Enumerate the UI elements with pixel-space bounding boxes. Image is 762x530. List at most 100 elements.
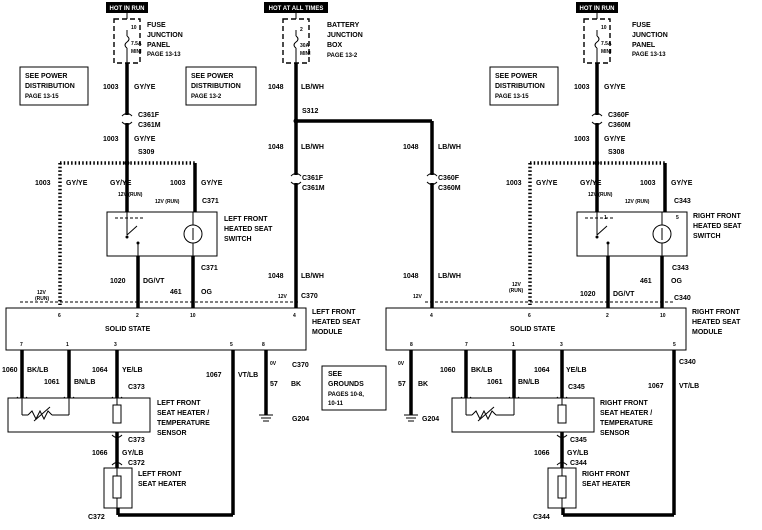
svg-text:TEMPERATURE: TEMPERATURE <box>600 420 653 427</box>
svg-text:12V (RUN): 12V (RUN) <box>118 192 143 198</box>
svg-text:RIGHT FRONT: RIGHT FRONT <box>582 471 631 478</box>
left-front-heated-seat-switch: LEFT FRONT HEATED SEAT SWITCH <box>106 211 273 257</box>
svg-text:SWITCH: SWITCH <box>693 233 721 240</box>
svg-text:461: 461 <box>640 278 652 285</box>
svg-text:C345: C345 <box>570 437 587 444</box>
svg-text:TEMPERATURE: TEMPERATURE <box>157 420 210 427</box>
svg-text:HOT AT ALL TIMES: HOT AT ALL TIMES <box>269 6 324 12</box>
svg-text:DISTRIBUTION: DISTRIBUTION <box>495 83 545 90</box>
svg-text:C344: C344 <box>570 460 587 467</box>
svg-text:1048: 1048 <box>403 273 419 280</box>
svg-text:C343: C343 <box>672 265 689 272</box>
center-battery-feed: 1048 LB/WH S312 1048 LB/WH 1048 LB/WH C3… <box>268 63 461 308</box>
svg-text:C371: C371 <box>201 265 218 272</box>
svg-text:LB/WH: LB/WH <box>438 273 461 280</box>
svg-text:HOT IN RUN: HOT IN RUN <box>580 6 615 12</box>
svg-text:DG/VT: DG/VT <box>143 278 165 285</box>
svg-text:SOLID STATE: SOLID STATE <box>510 326 556 333</box>
svg-text:GY/YE: GY/YE <box>134 84 156 91</box>
right-front-heated-seat-module: 4 6 2 10 SOLID STATE 8 7 1 3 5 RIGHT FRO… <box>385 307 741 351</box>
svg-text:PAGES 10-8,: PAGES 10-8, <box>328 392 364 398</box>
svg-text:SENSOR: SENSOR <box>600 430 630 437</box>
svg-text:MODULE: MODULE <box>312 329 343 336</box>
svg-text:BK: BK <box>291 381 301 388</box>
svg-text:12V (RUN): 12V (RUN) <box>625 199 650 205</box>
svg-text:RIGHT FRONT: RIGHT FRONT <box>692 309 741 316</box>
svg-text:BN/LB: BN/LB <box>74 379 95 386</box>
svg-text:1048: 1048 <box>268 273 284 280</box>
svg-text:FUSE: FUSE <box>632 22 651 29</box>
svg-text:SEAT HEATER /: SEAT HEATER / <box>600 410 652 417</box>
svg-text:4: 4 <box>293 313 296 319</box>
svg-text:SEE: SEE <box>328 371 342 378</box>
svg-text:12V: 12V <box>413 294 423 300</box>
svg-text:RIGHT FRONT: RIGHT FRONT <box>600 400 649 407</box>
svg-text:S308: S308 <box>608 149 624 156</box>
svg-text:8: 8 <box>262 342 265 348</box>
header-hot-in-run-right: HOT IN RUN <box>576 2 618 13</box>
svg-text:GY/YE: GY/YE <box>536 180 558 187</box>
svg-text:C340: C340 <box>674 295 691 302</box>
svg-text:DG/VT: DG/VT <box>613 291 635 298</box>
svg-text:SENSOR: SENSOR <box>157 430 187 437</box>
svg-text:YE/LB: YE/LB <box>122 367 143 374</box>
fuse-junction-panel-left: 10 7.5A MINI FUSE JUNCTION PANEL PAGE 13… <box>113 13 183 64</box>
svg-text:BK/LB: BK/LB <box>27 367 48 374</box>
svg-text:PAGE 13-15: PAGE 13-15 <box>25 94 59 100</box>
svg-text:LEFT FRONT: LEFT FRONT <box>138 471 182 478</box>
right-power-feed: 1003 GY/YE C360F C360M 1003 GY/YE S308 1… <box>506 63 693 305</box>
svg-text:1067: 1067 <box>206 372 222 379</box>
svg-text:FUSE: FUSE <box>147 22 166 29</box>
svg-text:461: 461 <box>170 289 182 296</box>
svg-text:HEATED SEAT: HEATED SEAT <box>693 223 742 230</box>
svg-text:1066: 1066 <box>92 450 108 457</box>
svg-text:SEAT HEATER: SEAT HEATER <box>582 481 630 488</box>
svg-text:5: 5 <box>673 342 676 348</box>
svg-text:G204: G204 <box>292 416 309 423</box>
svg-text:1020: 1020 <box>110 278 126 285</box>
right-front-seat-heater: RIGHT FRONT SEAT HEATER <box>547 467 631 515</box>
svg-text:6: 6 <box>528 313 531 319</box>
svg-text:BN/LB: BN/LB <box>518 379 539 386</box>
svg-text:12V (RUN): 12V (RUN) <box>588 192 613 198</box>
svg-text:G204: G204 <box>422 416 439 423</box>
svg-text:C344: C344 <box>533 514 550 521</box>
svg-text:3: 3 <box>560 342 563 348</box>
svg-text:BK/LB: BK/LB <box>471 367 492 374</box>
svg-text:HOT IN RUN: HOT IN RUN <box>110 6 145 12</box>
svg-text:1003: 1003 <box>506 180 522 187</box>
battery-junction-box: 2 30A MINI BATTERY JUNCTION BOX PAGE 13-… <box>282 13 363 64</box>
svg-text:12V: 12V <box>278 294 288 300</box>
svg-text:2: 2 <box>300 27 303 33</box>
svg-text:8: 8 <box>410 342 413 348</box>
svg-text:C373: C373 <box>128 437 145 444</box>
svg-text:30A: 30A <box>300 43 310 49</box>
svg-text:1003: 1003 <box>574 136 590 143</box>
svg-text:C360M: C360M <box>608 122 631 129</box>
svg-text:0V: 0V <box>270 361 277 367</box>
svg-text:1: 1 <box>512 342 515 348</box>
svg-text:GY/YE: GY/YE <box>201 180 223 187</box>
svg-text:JUNCTION: JUNCTION <box>147 32 183 39</box>
svg-text:MINI: MINI <box>131 49 142 55</box>
svg-text:PAGE 13-13: PAGE 13-13 <box>147 52 181 58</box>
svg-text:57: 57 <box>270 381 278 388</box>
svg-text:(RUN): (RUN) <box>35 296 49 302</box>
svg-text:2: 2 <box>136 313 139 319</box>
svg-text:C343: C343 <box>674 198 691 205</box>
svg-text:6: 6 <box>58 313 61 319</box>
svg-text:C360M: C360M <box>438 185 461 192</box>
svg-text:GY/YE: GY/YE <box>110 180 132 187</box>
svg-text:4: 4 <box>430 313 433 319</box>
svg-text:SOLID STATE: SOLID STATE <box>105 326 151 333</box>
svg-text:LB/WH: LB/WH <box>301 144 324 151</box>
svg-text:GY/YE: GY/YE <box>66 180 88 187</box>
svg-text:LB/WH: LB/WH <box>301 84 324 91</box>
svg-text:JUNCTION: JUNCTION <box>327 32 363 39</box>
right-ground-wiring: 0V 57 BK G204 <box>398 350 439 423</box>
svg-text:GY/LB: GY/LB <box>122 450 143 457</box>
left-switch-to-module-wires: 1020 DG/VT C371 461 OG C370 12V (RUN) <box>20 256 318 308</box>
svg-text:1066: 1066 <box>534 450 550 457</box>
svg-text:C361M: C361M <box>138 122 161 129</box>
svg-text:2: 2 <box>606 313 609 319</box>
